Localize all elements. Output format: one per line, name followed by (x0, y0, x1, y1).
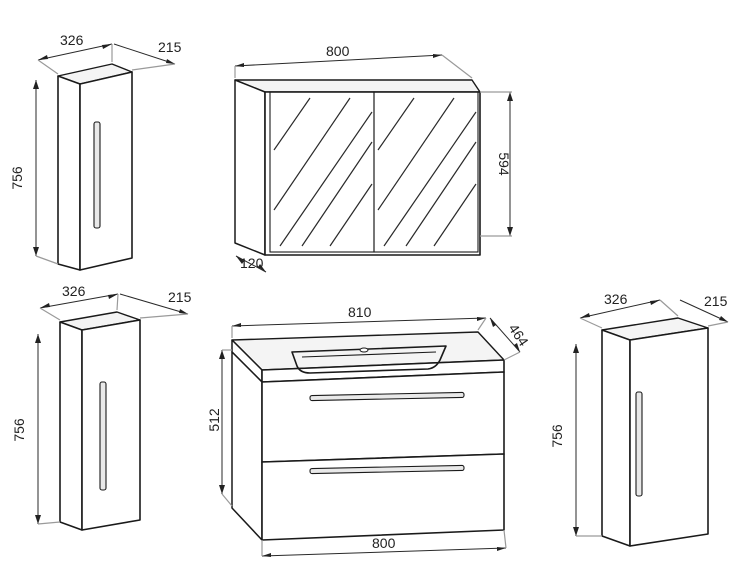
dimension-height: 512 (206, 349, 233, 507)
dimension-label: 756 (11, 418, 27, 442)
tap-hole (359, 347, 369, 353)
dimension-depth: 215 (679, 293, 729, 327)
dimension-label: 215 (168, 289, 192, 305)
dimension-label: 215 (704, 293, 728, 309)
mirror-front-face (264, 91, 481, 256)
glass-reflection-lines (273, 97, 477, 247)
vanity-upper-drawer (261, 371, 505, 463)
cabinet-handle (635, 391, 643, 497)
dimension-label: 800 (326, 43, 350, 59)
dimension-width: 326 (39, 283, 119, 321)
cabinet-front-face (79, 71, 133, 271)
dimension-width: 326 (579, 291, 679, 329)
dimension-label: 326 (60, 32, 84, 48)
dimension-label: 756 (9, 166, 25, 190)
cabinet-side-face (57, 75, 81, 271)
dimension-height: 756 (549, 344, 602, 537)
wall-cabinet-bottom-left: 326 215 756 (11, 283, 192, 531)
vanity-unit: 810 464 512 800 (206, 304, 532, 557)
dimension-label: 512 (206, 408, 222, 432)
cabinet-front-face (629, 327, 709, 547)
vanity-basin (291, 345, 447, 374)
dimension-top-width: 810 (231, 304, 487, 338)
cabinet-handle (93, 121, 101, 229)
cabinet-side-face (601, 329, 631, 547)
dimension-depth: 215 (113, 39, 182, 71)
wall-cabinet-top-left: 326 215 756 (9, 32, 182, 271)
dimension-label: 120 (240, 255, 264, 271)
dimension-width: 326 (37, 32, 113, 75)
vanity-side-face (231, 351, 263, 541)
cabinet-front-face (81, 319, 141, 531)
mirror-side-face (234, 79, 266, 256)
mirror-cabinet: 800 594 120 (234, 43, 513, 273)
dimension-depth: 215 (119, 289, 192, 319)
dimension-label: 326 (62, 283, 86, 299)
dimension-height: 594 (480, 91, 513, 237)
mirror-door-right (373, 91, 479, 253)
dimension-label: 594 (496, 152, 512, 176)
dimension-depth: 120 (235, 255, 267, 273)
cabinet-side-face (59, 321, 83, 531)
basin-inner-edge (301, 351, 437, 358)
dimension-label: 215 (158, 39, 182, 55)
dimension-label: 800 (372, 535, 396, 551)
drawer-handle-upper (309, 391, 465, 402)
drawer-handle-lower (309, 464, 465, 475)
dimension-label: 756 (549, 424, 565, 448)
dimension-height: 756 (9, 80, 59, 265)
dimension-width: 800 (234, 43, 473, 79)
dimension-label: 810 (348, 304, 372, 320)
mirror-top-face (234, 79, 481, 93)
dimension-bottom-width: 800 (261, 529, 507, 557)
wall-cabinet-right: 326 215 756 (549, 291, 729, 547)
dimension-label: 326 (604, 291, 628, 307)
cabinet-handle (99, 381, 107, 491)
dimension-height: 756 (11, 334, 61, 525)
dimension-label: 464 (506, 321, 532, 349)
